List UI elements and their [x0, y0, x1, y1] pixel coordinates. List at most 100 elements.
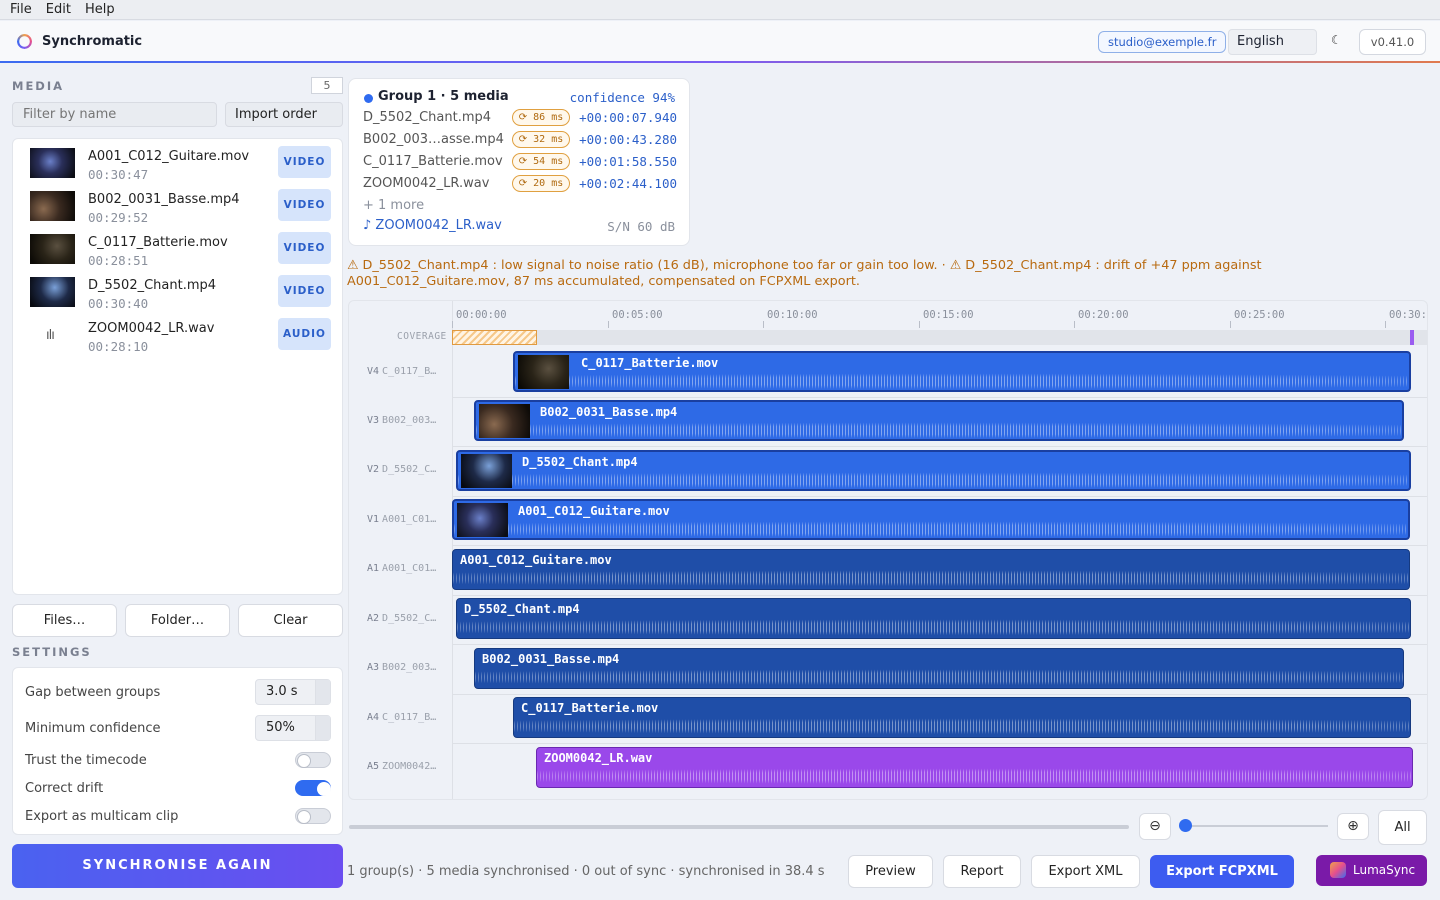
- zoom-in-icon[interactable]: ⊕: [1337, 813, 1369, 840]
- multicam-label: Export as multicam clip: [25, 809, 179, 824]
- media-duration: 00:28:51: [88, 253, 149, 268]
- audio-clip[interactable]: D_5502_Chant.mp4: [456, 598, 1411, 639]
- tick-mark: [452, 321, 453, 328]
- zoom-all-button[interactable]: All: [1378, 810, 1427, 845]
- show-more-link[interactable]: + 1 more: [363, 198, 425, 213]
- clip-waveform: [453, 564, 1409, 589]
- media-kind-button[interactable]: AUDIO: [278, 318, 331, 350]
- video-thumbnail: [30, 191, 75, 221]
- menu-edit[interactable]: Edit: [45, 2, 71, 17]
- report-button[interactable]: Report: [943, 855, 1021, 888]
- audio-clip[interactable]: A001_C012_Guitare.mov: [452, 549, 1410, 590]
- clip-waveform: [457, 613, 1410, 638]
- sort-order-select[interactable]: Import order: [225, 102, 343, 127]
- group-row-offset: +00:01:58.550: [579, 154, 677, 169]
- zoom-out-icon[interactable]: ⊖: [1139, 813, 1171, 840]
- app-title: Synchromatic: [42, 34, 143, 49]
- trust-timecode-label: Trust the timecode: [25, 753, 147, 768]
- group-status-dot: [364, 94, 373, 103]
- audio-clip[interactable]: ZOOM0042_LR.wav: [536, 747, 1413, 788]
- settings-panel: Gap between groups 3.0 s Minimum confide…: [12, 667, 343, 835]
- tick-mark: [1230, 321, 1231, 328]
- synchronise-again-button[interactable]: SYNCHRONISE AGAIN: [12, 844, 343, 888]
- time-tick: 00:10:00: [767, 309, 818, 321]
- clip-thumbnail: [518, 355, 569, 389]
- add-folder-button[interactable]: Folder…: [125, 604, 230, 637]
- tick-mark: [763, 321, 764, 328]
- clip-name: B002_0031_Basse.mp4: [482, 652, 620, 666]
- signal-noise-value: S/N 60 dB: [607, 219, 675, 234]
- clip-name: D_5502_Chant.mp4: [522, 455, 638, 469]
- add-files-button[interactable]: Files…: [12, 604, 117, 637]
- audio-clip[interactable]: C_0117_Batterie.mov: [513, 697, 1411, 738]
- media-name: ZOOM0042_LR.wav: [88, 321, 215, 336]
- media-duration: 00:29:52: [88, 210, 149, 225]
- clip-waveform: [454, 515, 1408, 538]
- account-email-badge[interactable]: studio@exemple.fr: [1098, 31, 1227, 53]
- tick-mark: [1385, 321, 1386, 328]
- clip-thumbnail: [479, 404, 530, 438]
- correct-drift-label: Correct drift: [25, 781, 104, 796]
- group-row: C_0117_Batterie.mov ⟳ 54 ms +00:01:58.55…: [363, 152, 677, 172]
- video-thumbnail: [30, 148, 75, 178]
- time-tick: 00:25:00: [1234, 309, 1285, 321]
- clip-thumbnail: [457, 503, 508, 537]
- timeline[interactable]: 00:00:00 00:05:00 00:10:00 00:15:00 00:2…: [348, 300, 1428, 800]
- app-logo-icon: [17, 34, 32, 49]
- media-item[interactable]: C_0117_Batterie.mov 00:28:51 VIDEO: [13, 232, 344, 277]
- language-select[interactable]: English: [1228, 29, 1317, 55]
- timeline-scrollbar[interactable]: [349, 825, 1129, 829]
- media-name: B002_0031_Basse.mp4: [88, 192, 240, 207]
- media-item[interactable]: ılı ZOOM0042_LR.wav 00:28:10 AUDIO: [13, 318, 344, 363]
- media-kind-button[interactable]: VIDEO: [278, 232, 331, 264]
- track-divider: [452, 644, 1427, 645]
- video-clip[interactable]: C_0117_Batterie.mov: [513, 351, 1411, 392]
- clip-waveform: [458, 466, 1409, 489]
- video-clip[interactable]: A001_C012_Guitare.mov: [452, 499, 1410, 540]
- clip-waveform: [515, 367, 1409, 390]
- media-item[interactable]: A001_C012_Guitare.mov 00:30:47 VIDEO: [13, 146, 344, 191]
- group-row: B002_003…asse.mp4 ⟳ 32 ms +00:00:43.280: [363, 130, 677, 150]
- preview-button[interactable]: Preview: [848, 855, 933, 888]
- app-header: Synchromatic studio@exemple.fr English ☾…: [0, 21, 1440, 63]
- moon-icon[interactable]: ☾: [1331, 33, 1342, 47]
- video-thumbnail: [30, 277, 75, 307]
- time-ruler[interactable]: 00:00:00 00:05:00 00:10:00 00:15:00 00:2…: [452, 301, 1427, 329]
- clip-name: C_0117_Batterie.mov: [581, 356, 719, 370]
- lumasync-button[interactable]: LumaSync: [1316, 855, 1427, 886]
- media-item[interactable]: B002_0031_Basse.mp4 00:29:52 VIDEO: [13, 189, 344, 234]
- audio-clip[interactable]: B002_0031_Basse.mp4: [474, 648, 1404, 689]
- zoom-slider-handle[interactable]: [1179, 819, 1192, 832]
- video-clip[interactable]: B002_0031_Basse.mp4: [474, 400, 1404, 441]
- menu-file[interactable]: File: [10, 2, 32, 17]
- media-duration: 00:28:10: [88, 339, 149, 354]
- reference-audio-link[interactable]: ♪ ZOOM0042_LR.wav: [363, 218, 502, 233]
- media-item[interactable]: D_5502_Chant.mp4 00:30:40 VIDEO: [13, 275, 344, 320]
- jitter-badge: ⟳ 54 ms: [512, 153, 570, 170]
- menu-help[interactable]: Help: [84, 2, 115, 17]
- confidence-input[interactable]: 50%: [255, 715, 331, 741]
- correct-drift-toggle[interactable]: [295, 780, 331, 796]
- export-fcpxml-button[interactable]: Export FCPXML: [1150, 855, 1294, 888]
- group-card: Group 1 · 5 media confidence 94% D_5502_…: [348, 78, 690, 246]
- media-kind-button[interactable]: VIDEO: [278, 146, 331, 178]
- multicam-toggle[interactable]: [295, 808, 331, 824]
- clear-button[interactable]: Clear: [238, 604, 343, 637]
- group-title: Group 1 · 5 media: [378, 89, 509, 104]
- export-xml-button[interactable]: Export XML: [1031, 855, 1140, 888]
- media-kind-button[interactable]: VIDEO: [278, 189, 331, 221]
- filter-input[interactable]: [12, 102, 217, 127]
- gap-input[interactable]: 3.0 s: [255, 679, 331, 705]
- lumasync-logo-icon: [1330, 862, 1346, 878]
- zoom-slider[interactable]: [1183, 825, 1328, 827]
- trust-timecode-toggle[interactable]: [295, 752, 331, 768]
- media-kind-button[interactable]: VIDEO: [278, 275, 331, 307]
- video-clip[interactable]: D_5502_Chant.mp4: [456, 450, 1411, 491]
- coverage-gap: [452, 330, 537, 345]
- group-row-offset: +00:00:07.940: [579, 110, 677, 125]
- clip-name: B002_0031_Basse.mp4: [540, 405, 678, 419]
